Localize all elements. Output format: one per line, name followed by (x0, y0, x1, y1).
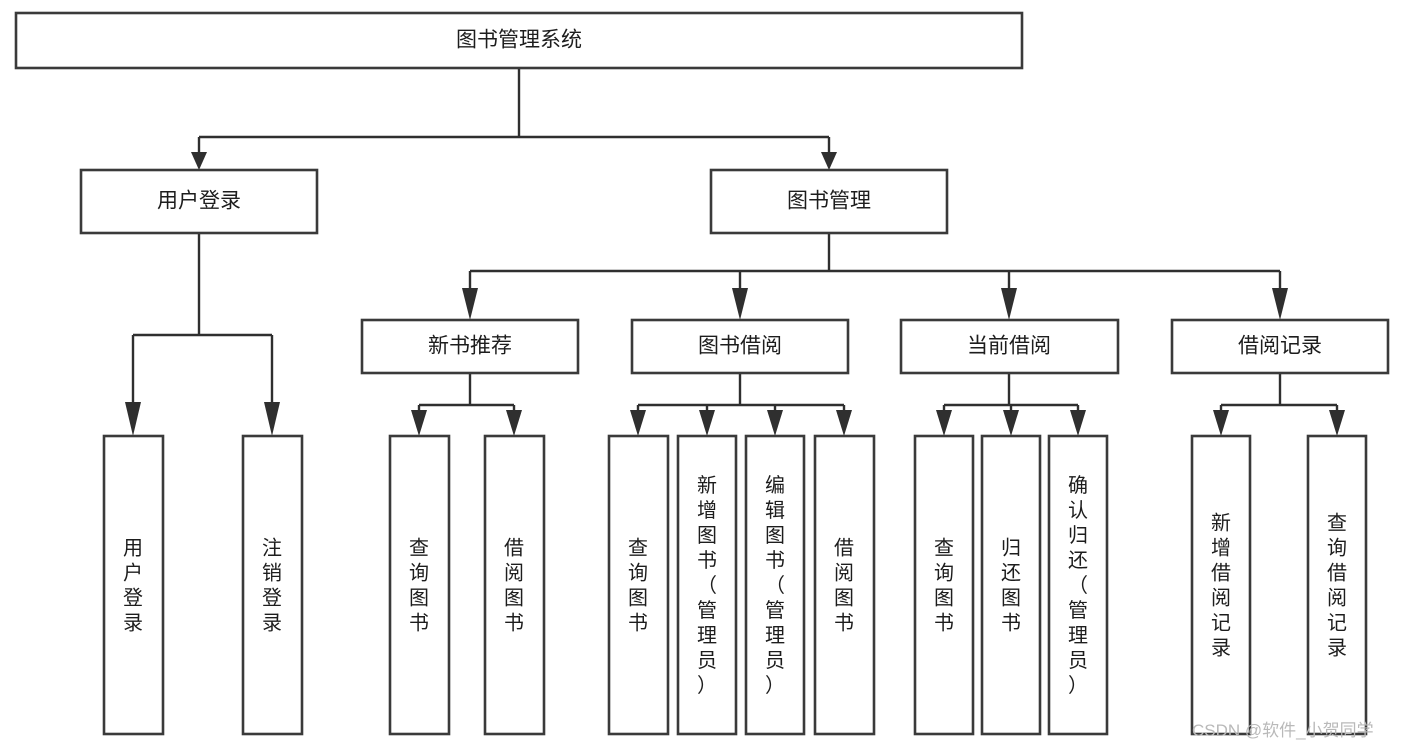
node-leaf-query-book-1[interactable]: 查询图书 (388, 434, 451, 736)
node-leaf-edit-book-label: 编辑图书（管理员） (765, 474, 785, 697)
arrow-head-leaf-query-record (1329, 410, 1345, 436)
arrow-head-leaf-add-record (1213, 410, 1229, 436)
node-leaf-add-record-label: 新增借阅记录 (1211, 512, 1231, 660)
node-leaf-confirm-return-box[interactable] (1047, 434, 1109, 736)
node-leaf-borrow-book-2-box[interactable] (813, 434, 876, 736)
node-book-borrow-label: 图书借阅 (698, 335, 782, 358)
node-leaf-query-record-label: 查询借阅记录 (1327, 512, 1347, 660)
node-root-box[interactable] (14, 11, 1024, 70)
arrow-head-new-book-recommend (462, 288, 478, 320)
node-leaf-borrow-book-1[interactable]: 借阅图书 (483, 434, 546, 736)
node-leaf-query-book-3-box[interactable] (913, 434, 975, 736)
node-leaf-user-login[interactable]: 用户登录 (102, 434, 165, 736)
node-root-label: 图书管理系统 (456, 29, 582, 52)
node-user-login-box[interactable] (79, 168, 319, 235)
node-leaf-add-record-box[interactable] (1190, 434, 1252, 736)
arrow-head-borrow-record (1272, 288, 1288, 320)
node-leaf-edit-book[interactable]: 编辑图书（管理员） (744, 434, 806, 736)
arrow-head-current-borrow (1001, 288, 1017, 320)
csdn-watermark: CSDN @软件_小贺同学 (1192, 721, 1374, 740)
arrow-head-leaf-borrow-book-1 (506, 410, 522, 436)
arrow-head-leaf-query-book-3 (936, 410, 952, 436)
node-book-manage-label: 图书管理 (787, 190, 871, 213)
arrow-head-leaf-edit-book (767, 410, 783, 436)
node-leaf-query-book-2[interactable]: 查询图书 (607, 434, 670, 736)
node-book-borrow[interactable]: 图书借阅 (630, 318, 850, 375)
connector-layer (125, 68, 1345, 436)
node-leaf-query-record[interactable]: 查询借阅记录 (1306, 434, 1368, 736)
node-leaf-query-book-1-box[interactable] (388, 434, 451, 736)
node-leaf-query-book-1-label: 查询图书 (409, 537, 429, 635)
node-leaf-query-book-3[interactable]: 查询图书 (913, 434, 975, 736)
node-leaf-user-login-box[interactable] (102, 434, 165, 736)
node-leaf-return-book-label: 归还图书 (1001, 537, 1021, 635)
node-new-book-recommend[interactable]: 新书推荐 (360, 318, 580, 375)
node-book-manage-box[interactable] (709, 168, 949, 235)
node-new-book-recommend-label: 新书推荐 (428, 335, 512, 358)
node-borrow-record-label: 借阅记录 (1238, 335, 1322, 358)
node-current-borrow[interactable]: 当前借阅 (899, 318, 1120, 375)
node-leaf-borrow-book-2[interactable]: 借阅图书 (813, 434, 876, 736)
arrow-head-leaf-query-book-1 (411, 410, 427, 436)
node-leaf-confirm-return-label: 确认归还（管理员） (1068, 474, 1088, 697)
node-leaf-add-record[interactable]: 新增借阅记录 (1190, 434, 1252, 736)
arrow-head-leaf-add-book (699, 410, 715, 436)
node-root[interactable]: 图书管理系统 (14, 11, 1024, 70)
node-borrow-record[interactable]: 借阅记录 (1170, 318, 1390, 375)
node-borrow-record-box[interactable] (1170, 318, 1390, 375)
node-leaf-logout-login-label: 注销登录 (262, 537, 282, 635)
arrow-head-user-login (191, 152, 207, 170)
node-leaf-logout-login-box[interactable] (241, 434, 304, 736)
node-leaf-add-book-box[interactable] (676, 434, 738, 736)
node-leaf-query-record-box[interactable] (1306, 434, 1368, 736)
node-leaf-logout-login[interactable]: 注销登录 (241, 434, 304, 736)
node-book-borrow-box[interactable] (630, 318, 850, 375)
node-user-login[interactable]: 用户登录 (79, 168, 319, 235)
arrow-head-leaf-logout-login (264, 402, 280, 436)
node-leaf-borrow-book-1-box[interactable] (483, 434, 546, 736)
node-leaf-query-book-2-label: 查询图书 (628, 537, 648, 635)
arrow-head-leaf-user-login (125, 402, 141, 436)
node-leaf-add-book[interactable]: 新增图书（管理员） (676, 434, 738, 736)
node-leaf-confirm-return[interactable]: 确认归还（管理员） (1047, 434, 1109, 736)
node-current-borrow-box[interactable] (899, 318, 1120, 375)
arrow-head-leaf-confirm-return (1070, 410, 1086, 436)
node-new-book-recommend-box[interactable] (360, 318, 580, 375)
node-leaf-return-book-box[interactable] (980, 434, 1042, 736)
arrow-head-leaf-borrow-book-2 (836, 410, 852, 436)
node-leaf-query-book-2-box[interactable] (607, 434, 670, 736)
node-leaf-borrow-book-1-label: 借阅图书 (504, 537, 524, 635)
node-leaf-query-book-3-label: 查询图书 (934, 537, 954, 635)
node-leaf-add-book-label: 新增图书（管理员） (697, 474, 717, 697)
arrow-head-leaf-query-book-2 (630, 410, 646, 436)
node-leaf-return-book[interactable]: 归还图书 (980, 434, 1042, 736)
node-leaf-user-login-label: 用户登录 (123, 538, 143, 635)
arrow-head-book-manage (821, 152, 837, 170)
node-book-manage[interactable]: 图书管理 (709, 168, 949, 235)
node-user-login-label: 用户登录 (157, 190, 241, 213)
node-leaf-edit-book-box[interactable] (744, 434, 806, 736)
arrow-head-leaf-return-book (1003, 410, 1019, 436)
node-current-borrow-label: 当前借阅 (967, 335, 1051, 358)
arrow-head-book-borrow (732, 288, 748, 320)
node-leaf-borrow-book-2-label: 借阅图书 (834, 537, 854, 635)
